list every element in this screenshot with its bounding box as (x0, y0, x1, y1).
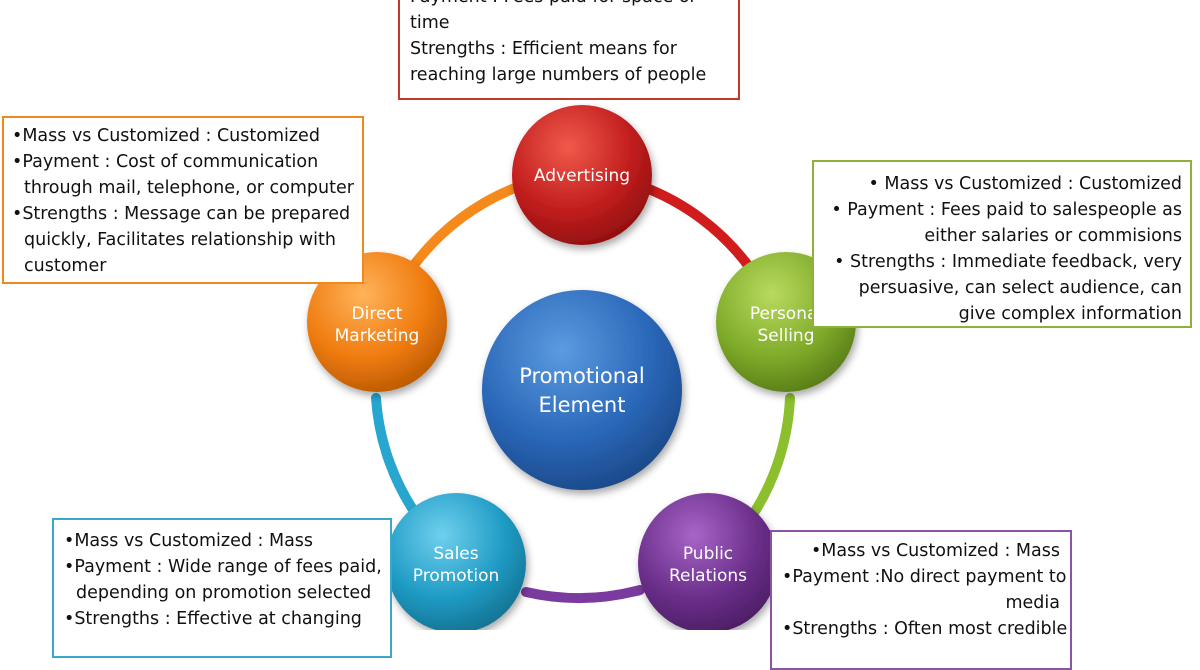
sales-promotion-box-line-2: •Payment : Wide range of fees paid, (64, 557, 382, 577)
sales-promotion-label-line-1: Sales (433, 544, 479, 564)
arc-personal-selling-to-public-relations (743, 393, 795, 527)
promotional-element-diagram (307, 105, 856, 630)
arc-sales-promotion-to-direct-marketing (371, 393, 425, 525)
public-relations-node-circle (638, 493, 778, 630)
sales-promotion-box-line-3: depending on promotion selected (76, 583, 372, 603)
advertising-label-line-1: Advertising (533, 166, 631, 186)
personal-selling-box-line-5: persuasive, can select audience, can (858, 278, 1182, 298)
personal-selling-box-line-1: • Mass vs Customized : Customized (868, 174, 1183, 194)
advertising-node-circle (512, 105, 652, 245)
direct-marketing-box-line-2: •Payment : Cost of communication (12, 152, 319, 172)
personal-selling-box-line-6: give complex information (958, 304, 1182, 324)
arc-public-relations-to-sales-promotion (521, 585, 645, 604)
sales-promotion-label-line-2: Promotion (412, 566, 500, 586)
sales-promotion-description-box: •Mass vs Customized : Mass •Payment : Wi… (52, 518, 392, 658)
direct-marketing-node-circle (307, 252, 447, 392)
personal-selling-box-line-2: • Payment : Fees paid to salespeople as (831, 200, 1182, 220)
personal-selling-box-line-4: • Strengths : Immediate feedback, very (834, 252, 1182, 272)
sales-promotion-box-line-4: •Strengths : Effective at changing (64, 609, 362, 629)
advertising-description-box: Payment : Fees paid for space or time St… (398, 0, 740, 100)
personal-selling-description-box: • Mass vs Customized : Customized • Paym… (812, 160, 1192, 328)
arc-direct-marketing-to-advertising (409, 181, 525, 270)
direct-marketing-box-line-4: •Strengths : Message can be prepared (12, 204, 351, 224)
direct-marketing-label-line-2: Marketing (334, 326, 420, 346)
direct-marketing-box-line-3: through mail, telephone, or computer (24, 178, 354, 198)
sales-promotion-box-line-1: •Mass vs Customized : Mass (64, 531, 314, 551)
direct-marketing-node-label: Direct Marketing (307, 303, 447, 347)
center-node-label: Promotional Element (482, 362, 682, 420)
public-relations-box-line-4: •Strengths : Often most credible (782, 619, 1068, 639)
public-relations-label-line-1: Public (682, 544, 734, 564)
direct-marketing-label-line-1: Direct (351, 304, 403, 324)
advertising-box-line-2: time (410, 13, 450, 33)
arc-advertising-to-personal-selling (636, 181, 755, 273)
public-relations-node-label: Public Relations (638, 543, 778, 587)
direct-marketing-box-line-1: •Mass vs Customized : Customized (12, 126, 320, 146)
center-label-line-2: Element (538, 393, 626, 417)
advertising-box-line-1: Payment : Fees paid for space or (410, 0, 728, 10)
center-node-circle (482, 290, 682, 490)
public-relations-description-box: •Mass vs Customized : Mass •Payment :No … (770, 530, 1072, 670)
sales-promotion-node-circle (386, 493, 526, 630)
public-relations-box-line-1: •Mass vs Customized : Mass (810, 541, 1060, 561)
public-relations-box-line-2: •Payment :No direct payment to (782, 567, 1067, 587)
personal-selling-box-line-3: either salaries or commisions (924, 226, 1182, 246)
advertising-box-line-4: reaching large numbers of people (410, 65, 707, 85)
advertising-node-label: Advertising (512, 165, 652, 187)
public-relations-label-line-2: Relations (668, 566, 748, 586)
advertising-box-line-3: Strengths : Efficient means for (410, 39, 677, 59)
personal-selling-label-line-2: Selling (757, 326, 815, 346)
public-relations-box-line-3: media (1005, 593, 1060, 613)
direct-marketing-box-line-6: customer (24, 256, 107, 276)
direct-marketing-box-line-5: quickly, Facilitates relationship with (24, 230, 337, 250)
personal-selling-node-label: Personal Selling (716, 303, 856, 347)
personal-selling-label-line-1: Personal (749, 304, 823, 324)
center-label-line-1: Promotional (519, 364, 645, 388)
direct-marketing-description-box: •Mass vs Customized : Customized •Paymen… (2, 116, 364, 284)
sales-promotion-node-label: Sales Promotion (386, 543, 526, 587)
